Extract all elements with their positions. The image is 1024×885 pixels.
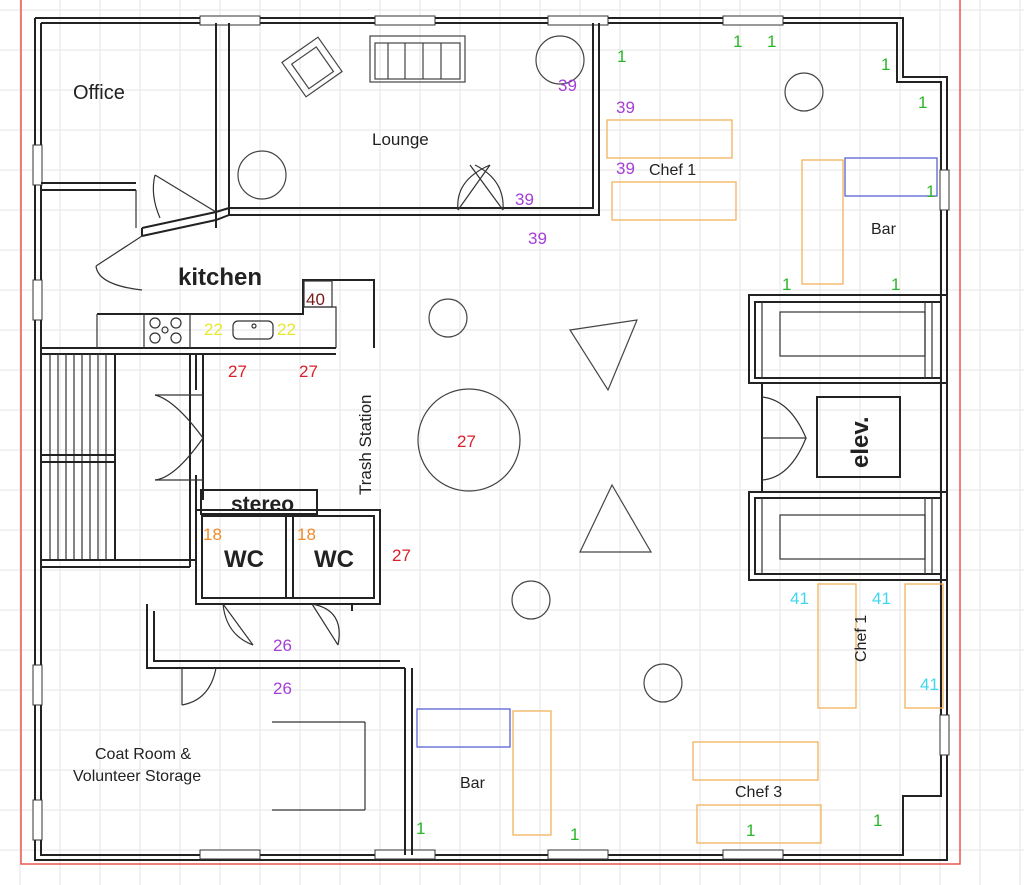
kitchen-counter: [96, 279, 375, 348]
trash-station-label: Trash Station: [356, 395, 375, 495]
lounge-furniture: [237, 35, 585, 200]
bar-top-label: Bar: [871, 221, 897, 238]
room-labels: Office Lounge kitchen Trash Station ster…: [73, 82, 897, 801]
right-stairs-elevator: [748, 294, 948, 581]
main-hall-tables: [417, 72, 824, 703]
marker-r4: 27: [392, 546, 411, 565]
bar-bottom-label: Bar: [460, 775, 486, 792]
wc-left-label: WC: [224, 546, 264, 573]
coat-room-label-line1: Coat Room &: [95, 746, 191, 763]
marker-g2: 1: [733, 32, 742, 51]
marker-g8: 1: [891, 275, 900, 294]
outer-walls: [32, 15, 950, 861]
marker-g12: 1: [873, 811, 882, 830]
lounge-door-left: [457, 164, 491, 211]
marker-d1: 40: [306, 290, 325, 309]
marker-o1: 18: [203, 525, 222, 544]
stereo-label: stereo: [231, 493, 294, 516]
marker-c3: 41: [920, 675, 939, 694]
marker-g9: 1: [416, 819, 425, 838]
chef1-right-label: Chef 1: [853, 615, 870, 662]
marker-p6: 26: [273, 636, 292, 655]
left-staircase: [40, 354, 204, 568]
marker-r3: 27: [457, 432, 476, 451]
marker-y2: 22: [277, 320, 296, 339]
marker-y1: 22: [204, 320, 223, 339]
marker-p1: 39: [558, 76, 577, 95]
marker-p2: 39: [616, 98, 635, 117]
marker-g3: 1: [767, 32, 776, 51]
office-label: Office: [73, 82, 125, 104]
marker-g6: 1: [926, 182, 935, 201]
marker-g10: 1: [570, 825, 579, 844]
marker-p5: 39: [528, 229, 547, 248]
marker-p3: 39: [616, 159, 635, 178]
marker-r1: 27: [228, 362, 247, 381]
wc-right-label: WC: [314, 546, 354, 573]
marker-g5: 1: [918, 93, 927, 112]
marker-g4: 1: [881, 55, 890, 74]
numbered-markers: 1 1 1 1 1 1 1 1 1 1 1 1 39 39 39 39 39 26 26 40 22 22 27 27 27 27…: [203, 32, 939, 844]
lounge-door-right: [469, 164, 504, 211]
marker-o2: 18: [297, 525, 316, 544]
marker-r2: 27: [299, 362, 318, 381]
elevator-label: elev.: [847, 416, 874, 468]
marker-c2: 41: [872, 589, 891, 608]
chef3-label: Chef 3: [735, 784, 782, 801]
chef1-top-label: Chef 1: [649, 162, 696, 179]
page-border: [20, 0, 961, 865]
marker-p4: 39: [515, 190, 534, 209]
marker-p7: 26: [273, 679, 292, 698]
kitchen-label: kitchen: [178, 264, 262, 291]
vendor-tables: [416, 119, 944, 844]
marker-g11: 1: [746, 821, 755, 840]
wc-block: [146, 354, 405, 706]
marker-c1: 41: [790, 589, 809, 608]
coat-room-label-line2: Volunteer Storage: [73, 768, 201, 785]
coat-room: [40, 567, 413, 855]
upper-left-walls: [41, 23, 600, 355]
marker-g7: 1: [782, 275, 791, 294]
marker-g1: 1: [617, 47, 626, 66]
lounge-label: Lounge: [372, 130, 429, 149]
